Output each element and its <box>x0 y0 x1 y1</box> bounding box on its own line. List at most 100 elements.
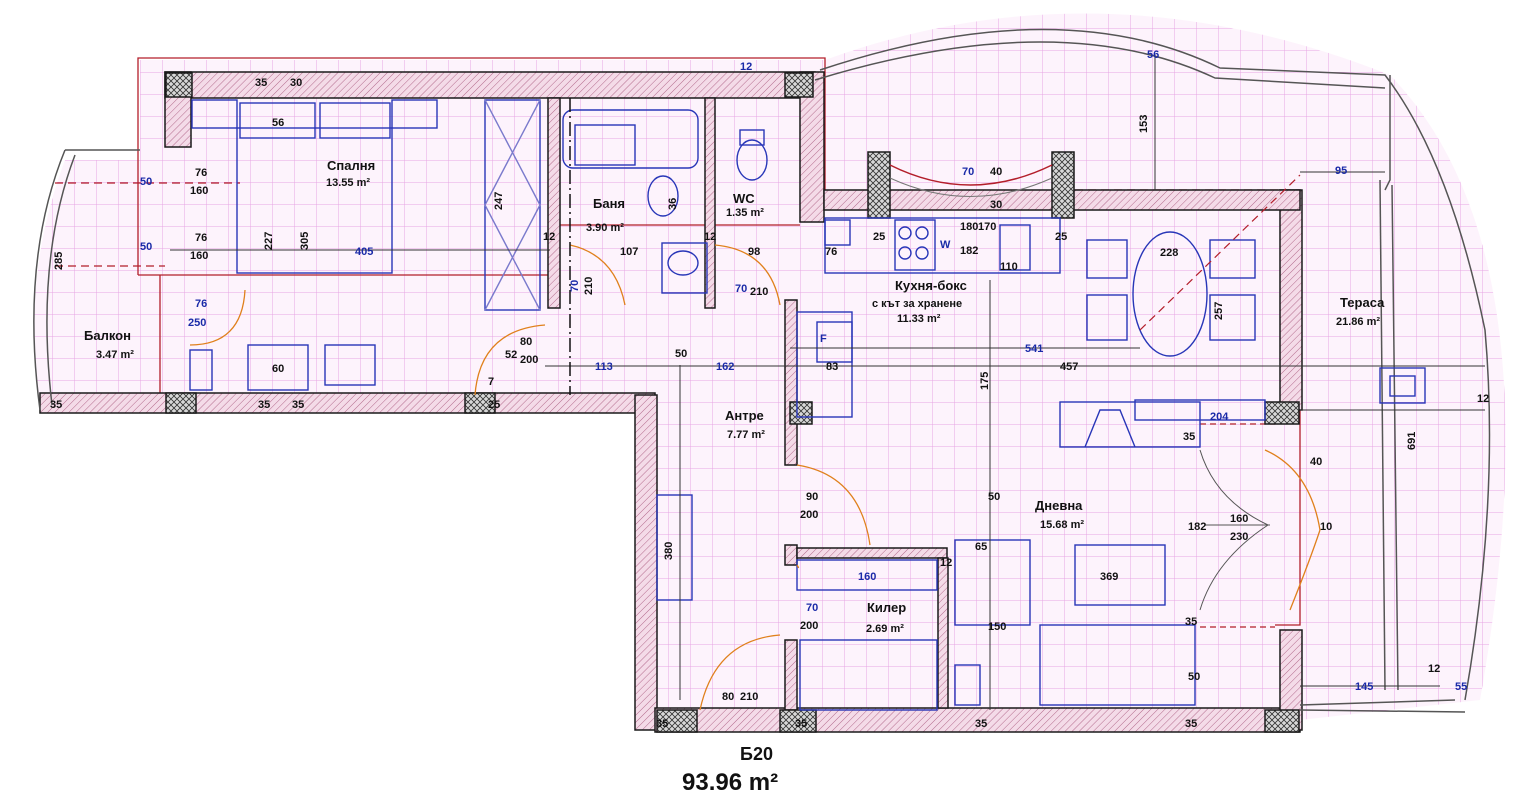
dimension-label: 30 <box>290 77 302 89</box>
living-area: 15.68 m² <box>1040 519 1084 531</box>
terrace-door <box>1199 449 1270 611</box>
dimension-labels: 35 30 12 56 153 56 76 160 50 50 76 160 2… <box>50 49 1489 730</box>
dimension-label: 12 <box>543 231 555 243</box>
dimension-label: 35 <box>50 399 62 411</box>
dimension-label: 10 <box>1320 521 1332 533</box>
dimension-label: 35 <box>1185 718 1197 730</box>
dimension-label: 76 <box>195 232 207 244</box>
bedroom-name: Спалня <box>327 158 375 173</box>
dimension-label: 35 <box>656 718 668 730</box>
dimension-label: 227 <box>263 232 275 250</box>
dimension-label: 35 <box>292 399 304 411</box>
dimension-label: 228 <box>1160 247 1178 259</box>
dimension-label: 107 <box>620 246 638 258</box>
dimension-label: 35 <box>795 718 807 730</box>
kitchen-name: Кухня-бокс <box>895 278 967 293</box>
dimension-label: 285 <box>53 252 65 270</box>
dimension-label: 52 <box>505 349 517 361</box>
dimension-label: 76 <box>195 167 207 179</box>
dimension-label: 305 <box>299 232 311 250</box>
balcony-area: 3.47 m² <box>96 349 134 361</box>
terrace-name: Тераса <box>1340 295 1385 310</box>
living-name: Дневна <box>1035 498 1083 513</box>
dimension-label: 160 <box>190 185 208 197</box>
balcony-name: Балкон <box>84 328 131 343</box>
dimension-label: W <box>940 239 951 251</box>
bedroom-area: 13.55 m² <box>326 177 370 189</box>
dimension-label: 204 <box>1210 411 1229 423</box>
dimension-label: 210 <box>583 277 595 295</box>
dimension-label: 170 <box>978 221 996 233</box>
red-outline <box>55 57 1301 628</box>
dimension-label: 369 <box>1100 571 1118 583</box>
apartment-total: 93.96 m² <box>682 769 778 796</box>
dimension-label: 182 <box>960 245 978 257</box>
dimension-label: 36 <box>667 198 679 210</box>
dimension-label: 200 <box>800 620 818 632</box>
dimension-label: 35 <box>1185 616 1197 628</box>
dimension-label: 160 <box>858 571 876 583</box>
dimension-label: 200 <box>800 509 818 521</box>
dimension-label: 110 <box>1000 261 1018 273</box>
hall-area: 7.77 m² <box>727 429 765 441</box>
dimension-label: 145 <box>1355 681 1373 693</box>
dimension-label: 247 <box>493 192 505 210</box>
dining-table-icon <box>1132 231 1208 357</box>
dimension-label: 80 <box>520 336 532 348</box>
terrace-outline <box>33 28 1491 713</box>
dimension-label: 56 <box>1147 49 1159 61</box>
dimension-label: 70 <box>962 166 974 178</box>
dimension-label: 210 <box>740 691 758 703</box>
dimension-label: 25 <box>873 231 885 243</box>
dimension-label: 55 <box>1455 681 1467 693</box>
dimension-label: 12 <box>1428 663 1440 675</box>
dimension-label: 30 <box>990 199 1002 211</box>
dimension-label: 691 <box>1406 432 1418 450</box>
dimension-label: 50 <box>988 491 1000 503</box>
dimension-label: 40 <box>990 166 1002 178</box>
sofa-icon <box>954 539 1031 626</box>
dimension-lines <box>170 55 1485 710</box>
dimension-label: 150 <box>988 621 1006 633</box>
dimension-label: 70 <box>735 283 747 295</box>
dimension-label: 182 <box>1188 521 1206 533</box>
dimension-label: 12 <box>940 557 952 569</box>
dimension-label: 200 <box>520 354 538 366</box>
dimension-label: 50 <box>1188 671 1200 683</box>
dimension-label: 25 <box>1055 231 1067 243</box>
dimension-label: 153 <box>1138 115 1150 133</box>
diagonal-marker <box>1139 174 1301 331</box>
terrace-area: 21.86 m² <box>1336 316 1380 328</box>
storage-name: Килер <box>867 600 906 615</box>
dimension-label: 457 <box>1060 361 1078 373</box>
dimension-label: 162 <box>716 361 734 373</box>
dimension-label: 50 <box>140 176 152 188</box>
dimension-label: 40 <box>1310 456 1322 468</box>
dimension-label: 35 <box>255 77 267 89</box>
dimension-label: 25 <box>488 399 500 411</box>
dimension-label: 35 <box>1183 431 1195 443</box>
dimension-label: 210 <box>750 286 768 298</box>
dimension-label: 160 <box>1230 513 1248 525</box>
kitchen-sub: с кът за хранене <box>872 298 962 310</box>
dimension-label: 70 <box>569 280 581 292</box>
columns <box>165 72 1300 733</box>
dimension-label: 70 <box>806 602 818 614</box>
dimension-label: 60 <box>272 363 284 375</box>
kitchen-area: 11.33 m² <box>897 313 941 325</box>
dimension-label: 35 <box>975 718 987 730</box>
dimension-label: 35 <box>258 399 270 411</box>
dimension-label: 83 <box>826 361 838 373</box>
dimension-label: 180 <box>960 221 978 233</box>
dimension-label: 76 <box>825 246 837 258</box>
room-labels: Спалня 13.55 m² Баня 3.90 m² WC 1.35 m² … <box>84 158 1385 635</box>
dimension-label: 12 <box>704 231 716 243</box>
dimension-label: 257 <box>1213 302 1225 320</box>
dimension-label: 76 <box>195 298 207 310</box>
dimension-label: 65 <box>975 541 987 553</box>
bathroom-area: 3.90 m² <box>586 222 624 234</box>
furniture <box>189 99 1426 711</box>
toilet-icon <box>647 175 679 217</box>
apartment-id: Б20 <box>740 744 773 764</box>
